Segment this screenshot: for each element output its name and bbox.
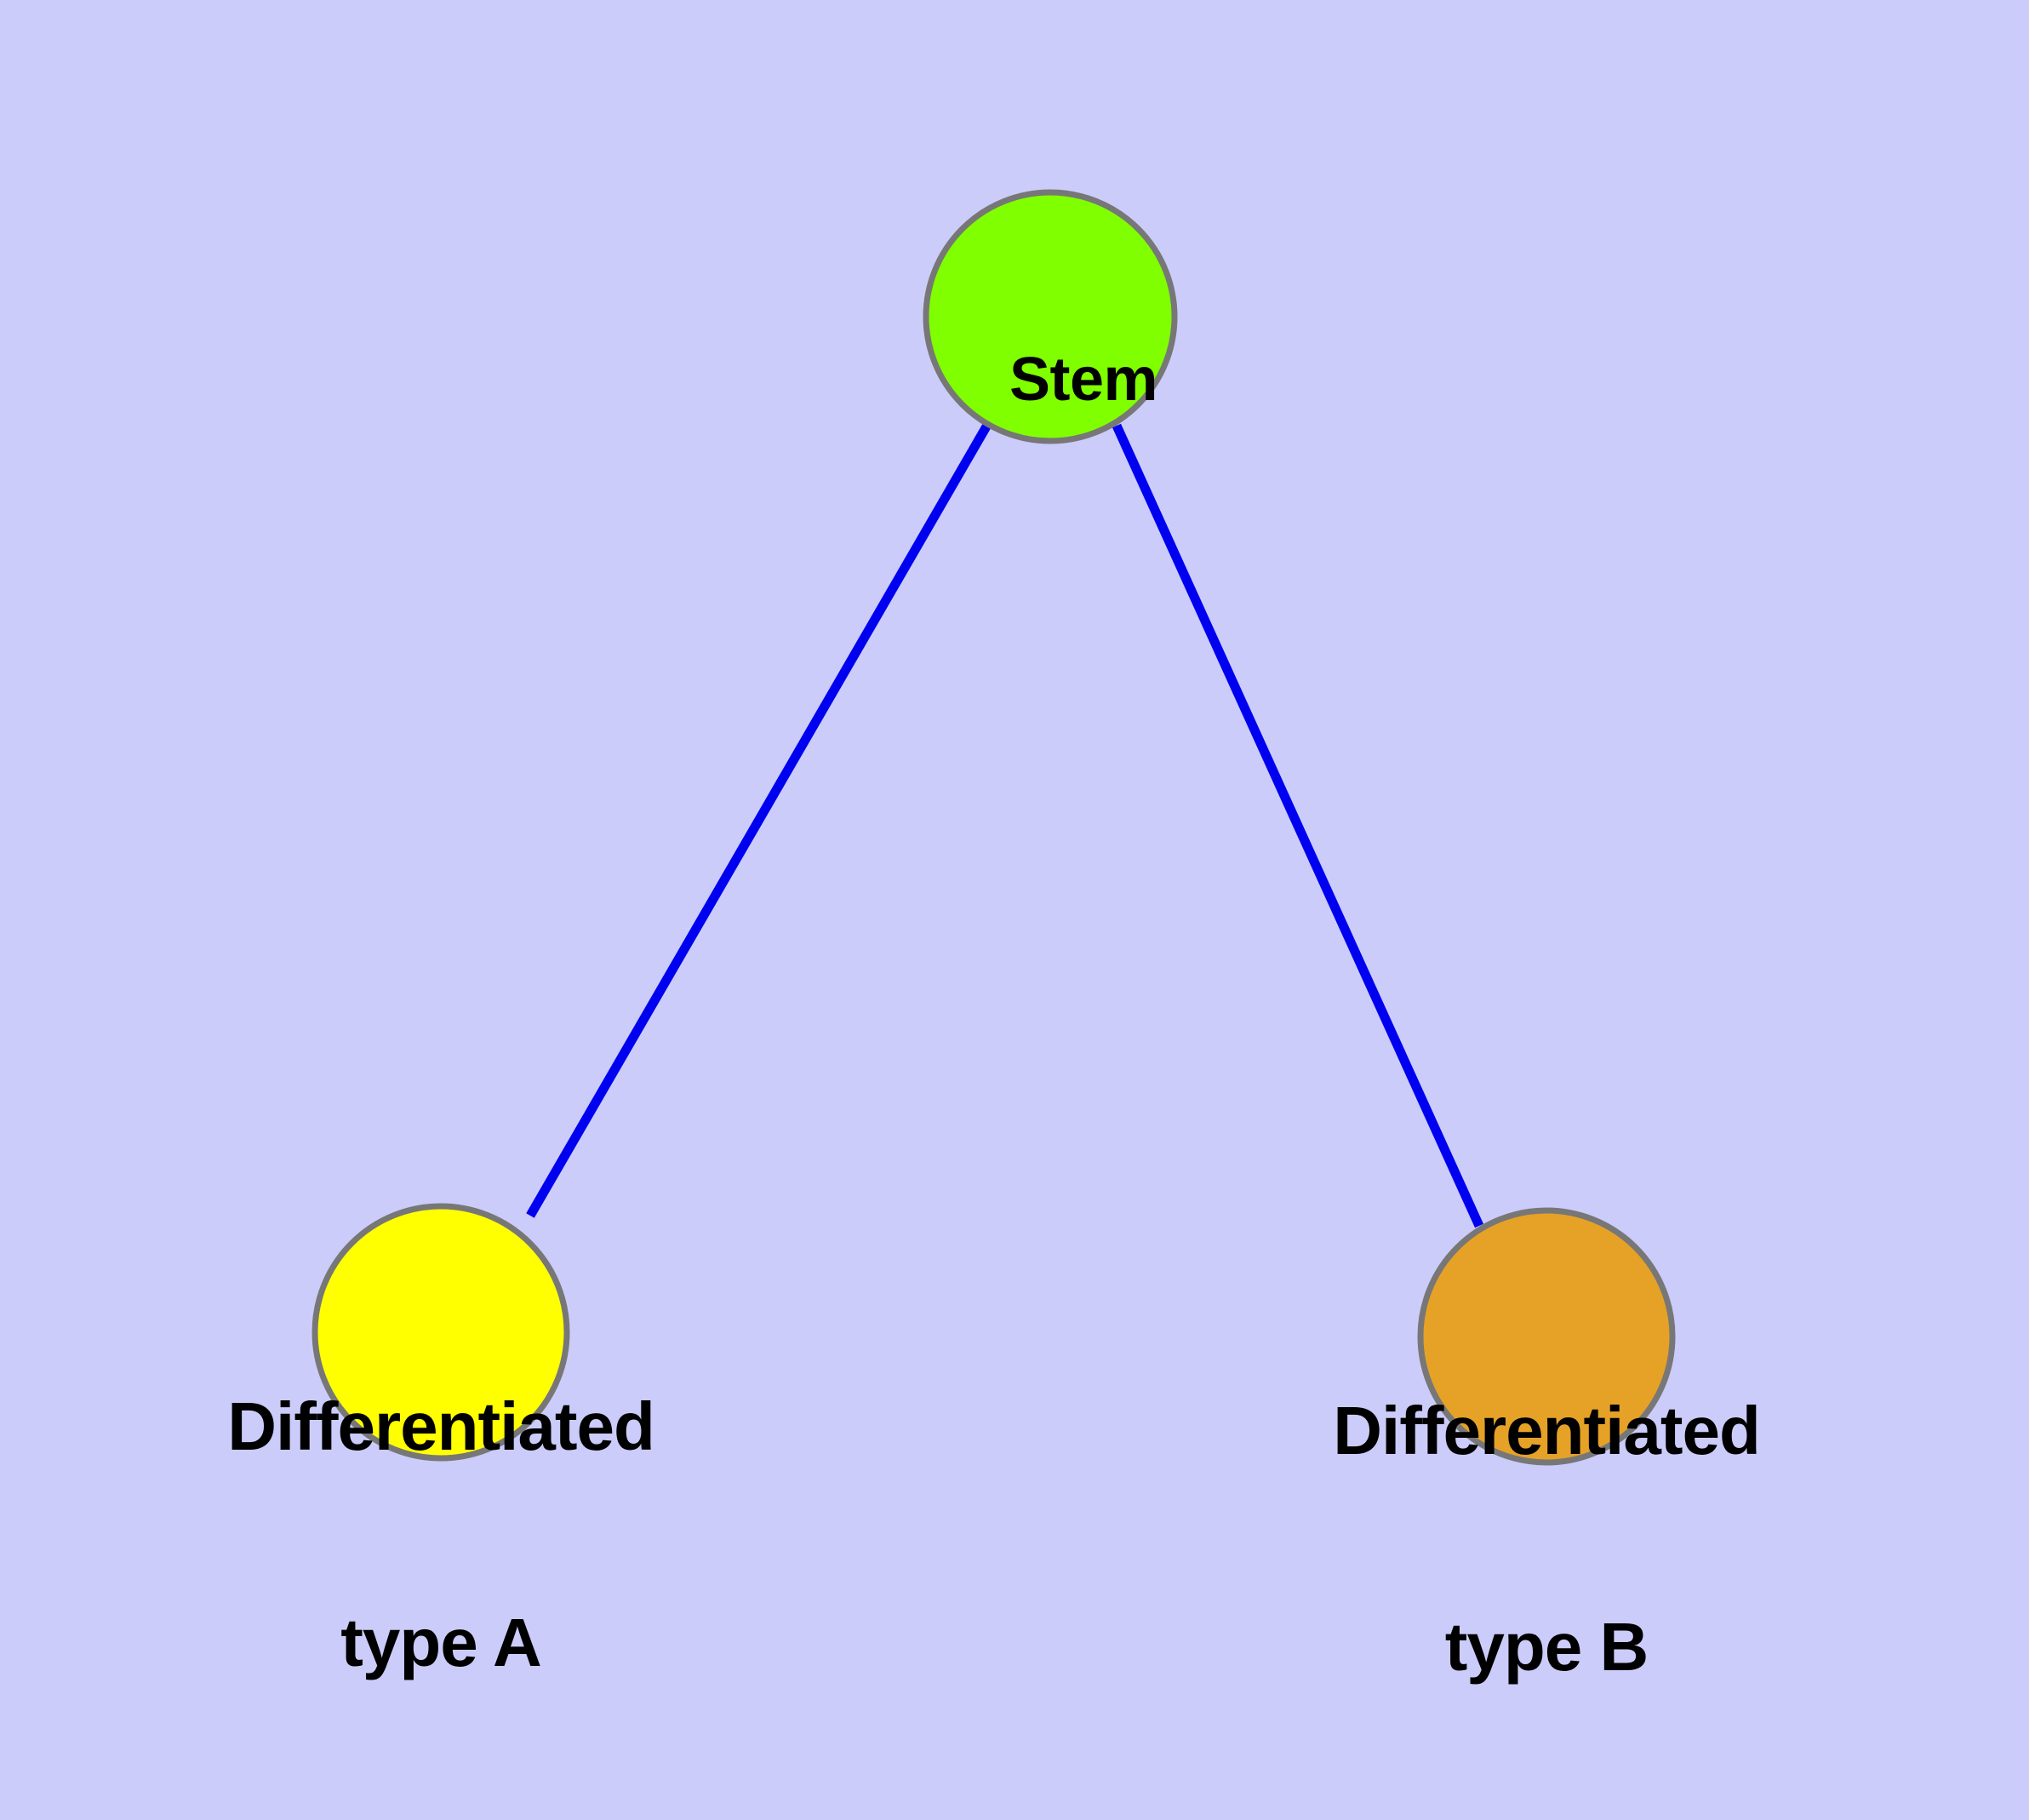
edge-stem-to-differentiated-type-a[interactable] [526, 424, 991, 1218]
edge-stem-to-differentiated-type-b[interactable] [1112, 423, 1484, 1228]
node-layer [311, 189, 1676, 1466]
node-differentiated-type-b[interactable] [1417, 1207, 1676, 1466]
node-stem[interactable] [923, 189, 1178, 444]
node-differentiated-type-a[interactable] [311, 1203, 570, 1462]
edge-layer [526, 423, 1484, 1228]
